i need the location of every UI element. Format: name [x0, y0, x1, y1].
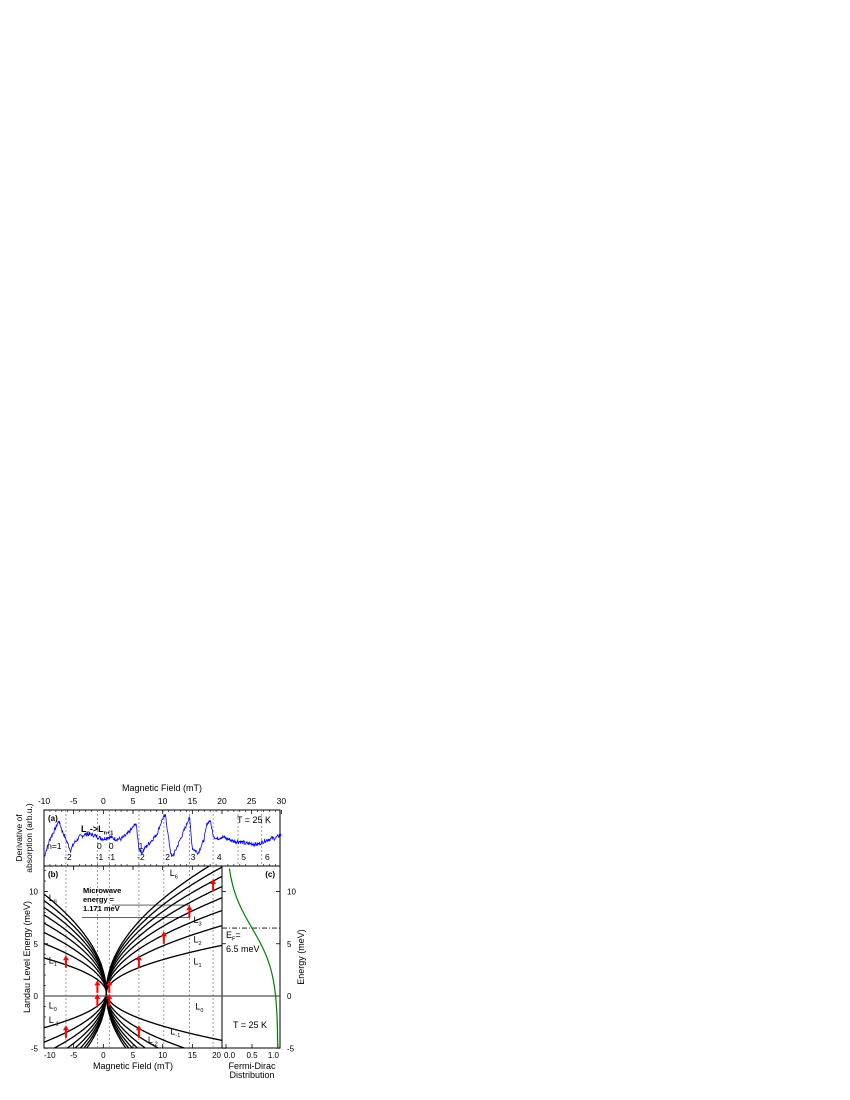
- transition-arrow-head: [62, 1025, 69, 1031]
- transition-arrow-head: [106, 980, 113, 986]
- c-x-axis-title: Distribution: [229, 1070, 274, 1080]
- resonance-index-top: n=1: [47, 841, 62, 851]
- landau-level-6: [44, 875, 222, 993]
- resonance-index-bottom: -1: [96, 852, 104, 862]
- resonance-index-bottom: 6: [265, 852, 270, 862]
- landau-level-label: L2: [194, 935, 202, 948]
- landau-level-5: [44, 886, 222, 993]
- landau-level-7: [44, 866, 222, 993]
- landau-level-label: L-1: [170, 1027, 180, 1040]
- panel-b-label: (b): [48, 870, 59, 879]
- b-y-tick-label: 5: [34, 940, 39, 949]
- c-x-tick-label: 0.0: [224, 1051, 236, 1060]
- c-y-tick-label: -5: [287, 1044, 295, 1053]
- c-x-tick-label: 0.5: [246, 1051, 258, 1060]
- top-x-axis-title: Magnetic Field (mT): [122, 783, 202, 793]
- landau-level-label: L6: [170, 868, 178, 881]
- transition-arrow-head: [160, 931, 167, 937]
- top-x-tick-label: 15: [188, 796, 198, 806]
- fermi-dirac-curve: [228, 868, 279, 1049]
- transition-annotation: Ln->Ln+1: [81, 824, 113, 837]
- b-x-axis-title: Magnetic Field (mT): [93, 1061, 173, 1071]
- landau-level-label: L0: [195, 1002, 203, 1015]
- landau-level-label: L0: [49, 1001, 57, 1014]
- resonance-index-top: 0: [109, 841, 114, 851]
- b-y-axis-title: Landau Level Energy (meV): [22, 901, 32, 1013]
- c-y-tick-label: 0: [287, 992, 292, 1001]
- landau-level--5: [74, 992, 139, 1048]
- landau-level-4: [44, 897, 222, 993]
- panel-a-temperature-label: T = 25 K: [237, 815, 271, 825]
- landau-level-1: [44, 944, 222, 993]
- transition-arrow-head: [135, 1025, 142, 1031]
- b-x-tick-label: 5: [131, 1051, 136, 1060]
- transition-arrow-head: [94, 980, 101, 986]
- landau-level-label: L3: [194, 915, 202, 928]
- landau-levels: [44, 866, 222, 1048]
- b-y-tick-label: -5: [31, 1044, 39, 1053]
- top-x-tick-label: 20: [217, 796, 227, 806]
- landau-level--4: [66, 992, 147, 1048]
- resonance-index-bottom: 2: [165, 852, 170, 862]
- transition-arrow-head: [135, 955, 142, 961]
- b-x-tick-label: 20: [212, 1051, 221, 1060]
- landau-level--2: [44, 992, 187, 1048]
- resonance-index-bottom: -2: [64, 852, 72, 862]
- microwave-energy-label: Microwave: [83, 886, 121, 895]
- microwave-energy-label: energy =: [83, 895, 115, 904]
- panel-c-temperature-label: T = 25 K: [233, 1020, 267, 1030]
- panel-c-label: (c): [265, 870, 275, 879]
- landau-level-8: [44, 866, 211, 993]
- landau-level-2: [44, 925, 222, 993]
- c-x-axis-title: Fermi-Dirac: [229, 1061, 276, 1071]
- landau-level-label: L1: [194, 957, 202, 970]
- transition-arrow-head: [210, 878, 217, 884]
- transition-arrow-head: [94, 993, 101, 999]
- landau-level--3: [52, 992, 160, 1048]
- top-x-tick-label: -5: [70, 796, 78, 806]
- fermi-energy-value: 6.5 meV: [226, 944, 260, 954]
- top-x-tick-label: -10: [38, 796, 51, 806]
- resonance-index-top: 0: [97, 841, 102, 851]
- resonance-index-bottom: 5: [241, 852, 246, 862]
- transition-arrow-head: [186, 905, 193, 911]
- b-x-tick-label: 15: [188, 1051, 197, 1060]
- b-y-tick-label: 10: [29, 888, 38, 897]
- landau-level-label: L-1: [49, 1015, 59, 1027]
- resonance-index-top: 1: [139, 841, 144, 851]
- transition-arrow-head: [106, 993, 113, 999]
- b-y-tick-label: 0: [34, 992, 39, 1001]
- top-x-tick-label: 30: [277, 796, 287, 806]
- c-x-tick-label: 1.0: [268, 1051, 280, 1060]
- b-x-tick-label: 0: [101, 1051, 106, 1060]
- top-x-tick-label: 25: [247, 796, 257, 806]
- b-x-tick-label: -10: [44, 1051, 56, 1060]
- microwave-energy-label: 1.171 meV: [83, 904, 120, 913]
- transition-arrow-head: [62, 955, 69, 961]
- landau-level-3: [44, 910, 222, 993]
- landau-level-label: L1: [49, 956, 57, 969]
- resonance-index-bottom: -2: [137, 852, 145, 862]
- c-y-axis-title: Energy (meV): [296, 929, 306, 985]
- top-x-tick-label: 5: [131, 796, 136, 806]
- fermi-energy-label: EF=: [226, 930, 241, 943]
- b-x-tick-label: -5: [70, 1051, 78, 1060]
- landau-level-label: L8: [49, 893, 57, 906]
- absorption-derivative-curve: [43, 814, 282, 858]
- b-x-tick-label: 10: [158, 1051, 167, 1060]
- panel-c-frame: [221, 865, 281, 1049]
- panel-a-label: (a): [48, 814, 58, 823]
- top-x-tick-label: 10: [158, 796, 168, 806]
- top-x-tick-label: 0: [101, 796, 106, 806]
- c-y-tick-label: 10: [287, 888, 296, 897]
- landau-level--1: [44, 992, 222, 1041]
- resonance-index-bottom: 3: [191, 852, 196, 862]
- resonance-index-bottom: -1: [107, 852, 115, 862]
- resonance-index-bottom: 4: [217, 852, 222, 862]
- c-y-tick-label: 5: [287, 940, 292, 949]
- landau-level-label: L-2: [148, 1035, 158, 1048]
- panel-a-y-axis-title: Derivative ofabsorption (arb.u.): [14, 803, 34, 873]
